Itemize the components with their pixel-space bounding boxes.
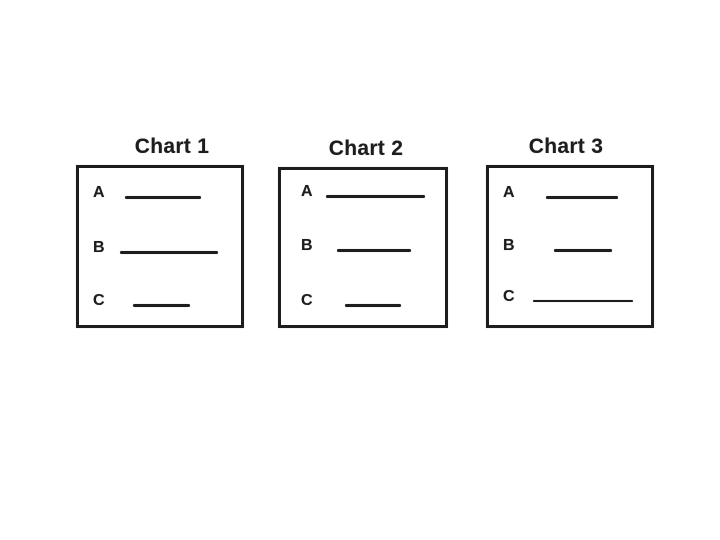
row-label-c: C — [301, 292, 313, 309]
chart-3-box: A B C — [486, 165, 654, 328]
row-label-a: A — [301, 183, 313, 200]
chart-1-title: Chart 1 — [134, 135, 210, 158]
segment-line-a — [326, 195, 425, 198]
row-label-b: B — [503, 237, 515, 254]
segment-line-c — [133, 304, 190, 307]
segment-line-a — [125, 196, 201, 199]
row-label-a: A — [93, 184, 105, 201]
row-label-b: B — [93, 239, 105, 256]
chart-2-title: Chart 2 — [328, 137, 404, 160]
segment-line-b — [120, 251, 218, 254]
segment-line-b — [554, 249, 612, 252]
row-label-c: C — [503, 288, 515, 305]
segment-line-c — [533, 300, 633, 302]
segment-line-b — [337, 249, 411, 252]
chart-1-box: A B C — [76, 165, 244, 328]
segment-line-c — [345, 304, 401, 307]
chart-2-box: A B C — [278, 167, 448, 328]
row-label-a: A — [503, 184, 515, 201]
chart-3-title: Chart 3 — [528, 135, 604, 158]
row-label-b: B — [301, 237, 313, 254]
row-label-c: C — [93, 292, 105, 309]
segment-line-a — [546, 196, 618, 199]
